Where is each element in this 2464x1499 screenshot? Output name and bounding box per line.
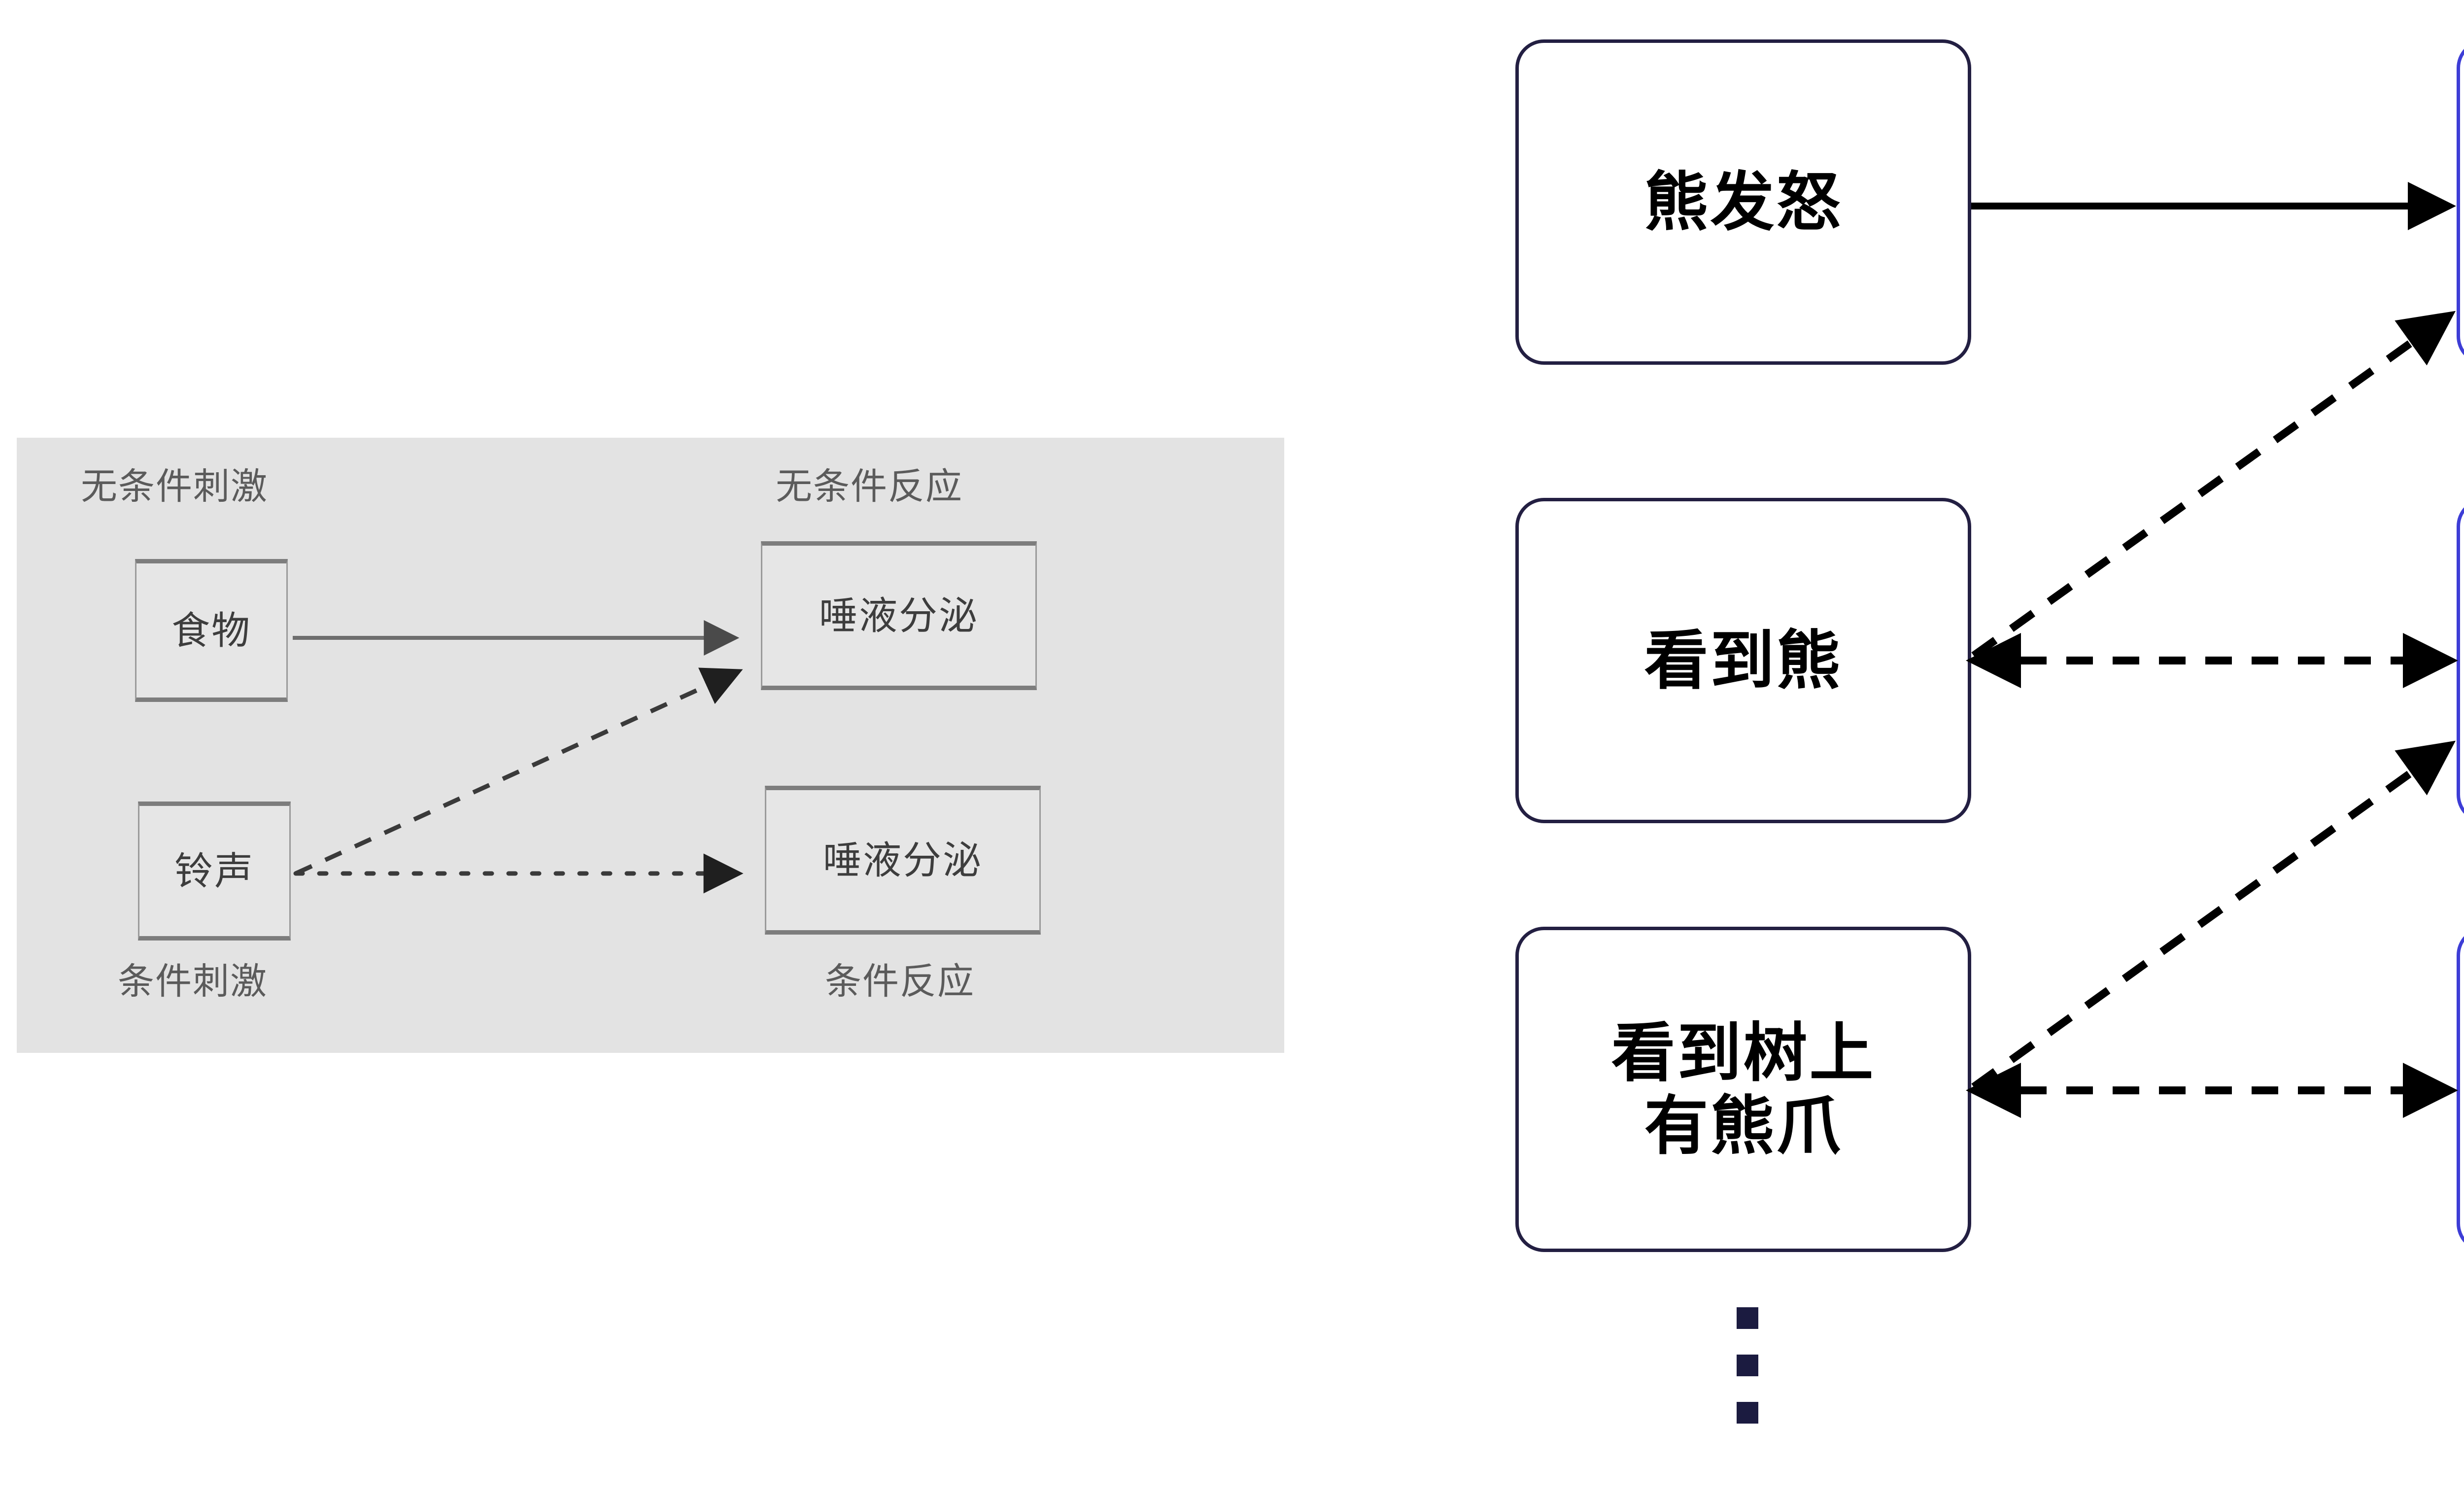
pavlov-box-bell-label: 铃声 (174, 849, 254, 893)
pavlov-box-salivation-bottom: 唾液分泌 (765, 786, 1041, 935)
td-edge-see-bear-to-reward (1971, 311, 2456, 659)
td-box-value-s-prime: V(s′) (2457, 498, 2464, 823)
td-box-value-s: V(s) (2457, 927, 2464, 1252)
pavlov-edge-bell-to-salivation-top (295, 667, 743, 876)
td-edge-see-claw-to-value-s-prime (1971, 740, 2456, 1090)
pavlov-box-salivation-top: 唾液分泌 (761, 541, 1037, 690)
td-box-see-bear-label: 看到熊 (1644, 624, 1843, 697)
ellipsis-dot (1737, 1307, 1758, 1329)
ellipsis-dot (1737, 1355, 1758, 1376)
td-box-bear-angry: 熊发怒 (1515, 39, 1971, 365)
label-conditioned-response: 条件反应 (825, 961, 975, 1002)
pavlov-box-bell: 铃声 (138, 802, 291, 941)
pavlov-box-salivation-top-label: 唾液分泌 (819, 594, 979, 637)
td-learning-panel: 熊发怒 看到熊 看到树上 有熊爪 奖励 V(s′) V(s) (1429, 0, 2464, 1499)
td-box-see-bear: 看到熊 (1515, 498, 1971, 823)
ellipsis-state-column (1737, 1307, 1758, 1424)
td-box-reward: 奖励 (2457, 39, 2464, 365)
td-box-bear-angry-label: 熊发怒 (1644, 166, 1843, 238)
td-box-see-claw-line-2: 有熊爪 (1644, 1090, 1843, 1162)
ellipsis-dot (1737, 1402, 1758, 1424)
pavlov-box-salivation-bottom-label: 唾液分泌 (822, 838, 983, 882)
td-box-see-claw-on-tree: 看到树上 有熊爪 (1515, 927, 1971, 1252)
pavlov-box-food-label: 食物 (171, 609, 251, 652)
label-conditioned-stimulus: 条件刺激 (118, 961, 268, 1002)
label-unconditioned-response: 无条件反应 (776, 466, 963, 507)
label-unconditioned-stimulus: 无条件刺激 (81, 466, 268, 507)
pavlov-conditioning-panel: 无条件刺激 无条件反应 条件刺激 条件反应 食物 铃声 唾液分泌 唾液分泌 (17, 438, 1284, 1053)
pavlov-box-food: 食物 (135, 559, 288, 702)
td-box-see-claw-line-1: 看到树上 (1611, 1016, 1876, 1089)
